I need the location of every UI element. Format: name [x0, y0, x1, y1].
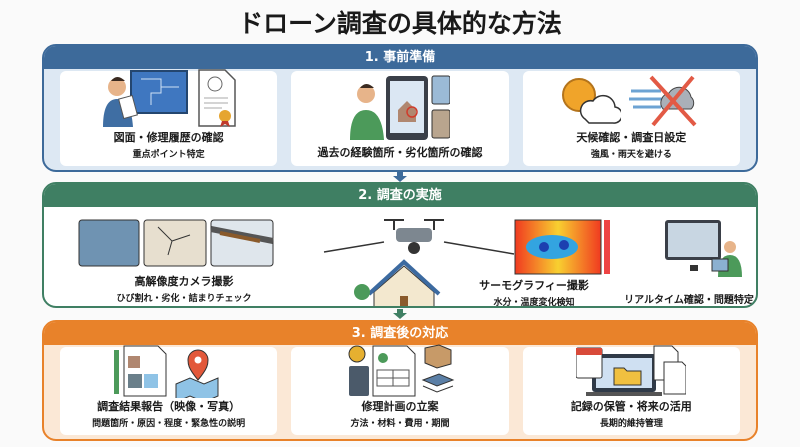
- section-execution: 2. 調査の実施 高解像度カメラ撮影 ひび割れ・劣化・詰まりチェック サーモグラ…: [42, 182, 758, 308]
- section-follow-up: 3. 調査後の対応 調査結果報告（映像・写真） 問題箇所・原因・程度・緊急性の説…: [42, 320, 758, 441]
- card-title: 修理計画の立案: [361, 400, 439, 413]
- drone-house-icon: [323, 219, 515, 306]
- card-title: 過去の経験箇所・劣化箇所の確認: [317, 146, 483, 159]
- section-heading: 3. 調査後の対応: [44, 322, 756, 345]
- card-subtitle: 重点ポイント特定: [132, 150, 205, 160]
- card-title: サーモグラフィー撮影: [479, 279, 589, 292]
- section-heading: 2. 調査の実施: [44, 184, 756, 207]
- section-heading: 1. 事前準備: [44, 46, 756, 69]
- camera-photos-icon: [78, 219, 274, 267]
- card-subtitle: ひび割れ・劣化・詰まりチェック: [116, 294, 252, 304]
- arrow-down-icon: [393, 309, 407, 319]
- card-title: リアルタイム確認・問題特定: [624, 295, 754, 306]
- card-title: 図面・修理履歴の確認: [113, 131, 224, 144]
- card-title: 記録の保管・将来の活用: [570, 400, 692, 413]
- arrow-down-icon: [393, 172, 407, 182]
- card-subtitle: 問題箇所・原因・程度・緊急性の説明: [92, 419, 246, 429]
- thermography-image-icon: [514, 219, 610, 275]
- card-title: 高解像度カメラ撮影: [134, 275, 234, 288]
- person-with-tablet-icon: [349, 75, 450, 140]
- repair-plan-icon: [348, 344, 455, 397]
- card-title: 天候確認・調査日設定: [576, 131, 687, 144]
- calendar-folder-laptop-icon: [576, 345, 687, 396]
- card-report: 調査結果報告（映像・写真） 問題箇所・原因・程度・緊急性の説明: [60, 345, 278, 435]
- card-blueprint-history: 図面・修理履歴の確認 重点ポイント特定: [60, 69, 278, 166]
- card-title: 調査結果報告（映像・写真）: [97, 400, 241, 413]
- card-subtitle: 強風・雨天を避ける: [590, 150, 672, 160]
- card-repair-plan: 修理計画の立案 方法・材料・費用・期間: [291, 344, 509, 435]
- person-with-blueprint-icon: [102, 70, 188, 127]
- section-preparation: 1. 事前準備 図面・修理履歴の確認 重点ポイント特定 過去の経験箇所・劣化箇所…: [42, 44, 758, 172]
- report-map-icon: [113, 345, 219, 398]
- card-past-damage: 過去の経験箇所・劣化箇所の確認: [291, 71, 509, 166]
- certificate-document-icon: [197, 69, 236, 127]
- card-record-keeping: 記録の保管・将来の活用 長期的維持管理: [522, 345, 740, 435]
- monitor-person-icon: [665, 220, 742, 277]
- card-subtitle: 長期的維持管理: [599, 419, 663, 429]
- card-weather-check: 天候確認・調査日設定 強風・雨天を避ける: [522, 71, 740, 166]
- sun-cloud-icon: [562, 78, 622, 124]
- no-wind-rain-icon: [629, 75, 697, 127]
- card-subtitle: 方法・材料・費用・期間: [350, 419, 450, 429]
- page-title: ドローン調査の具体的な方法: [238, 9, 562, 38]
- card-subtitle: 水分・温度変化検知: [493, 298, 575, 308]
